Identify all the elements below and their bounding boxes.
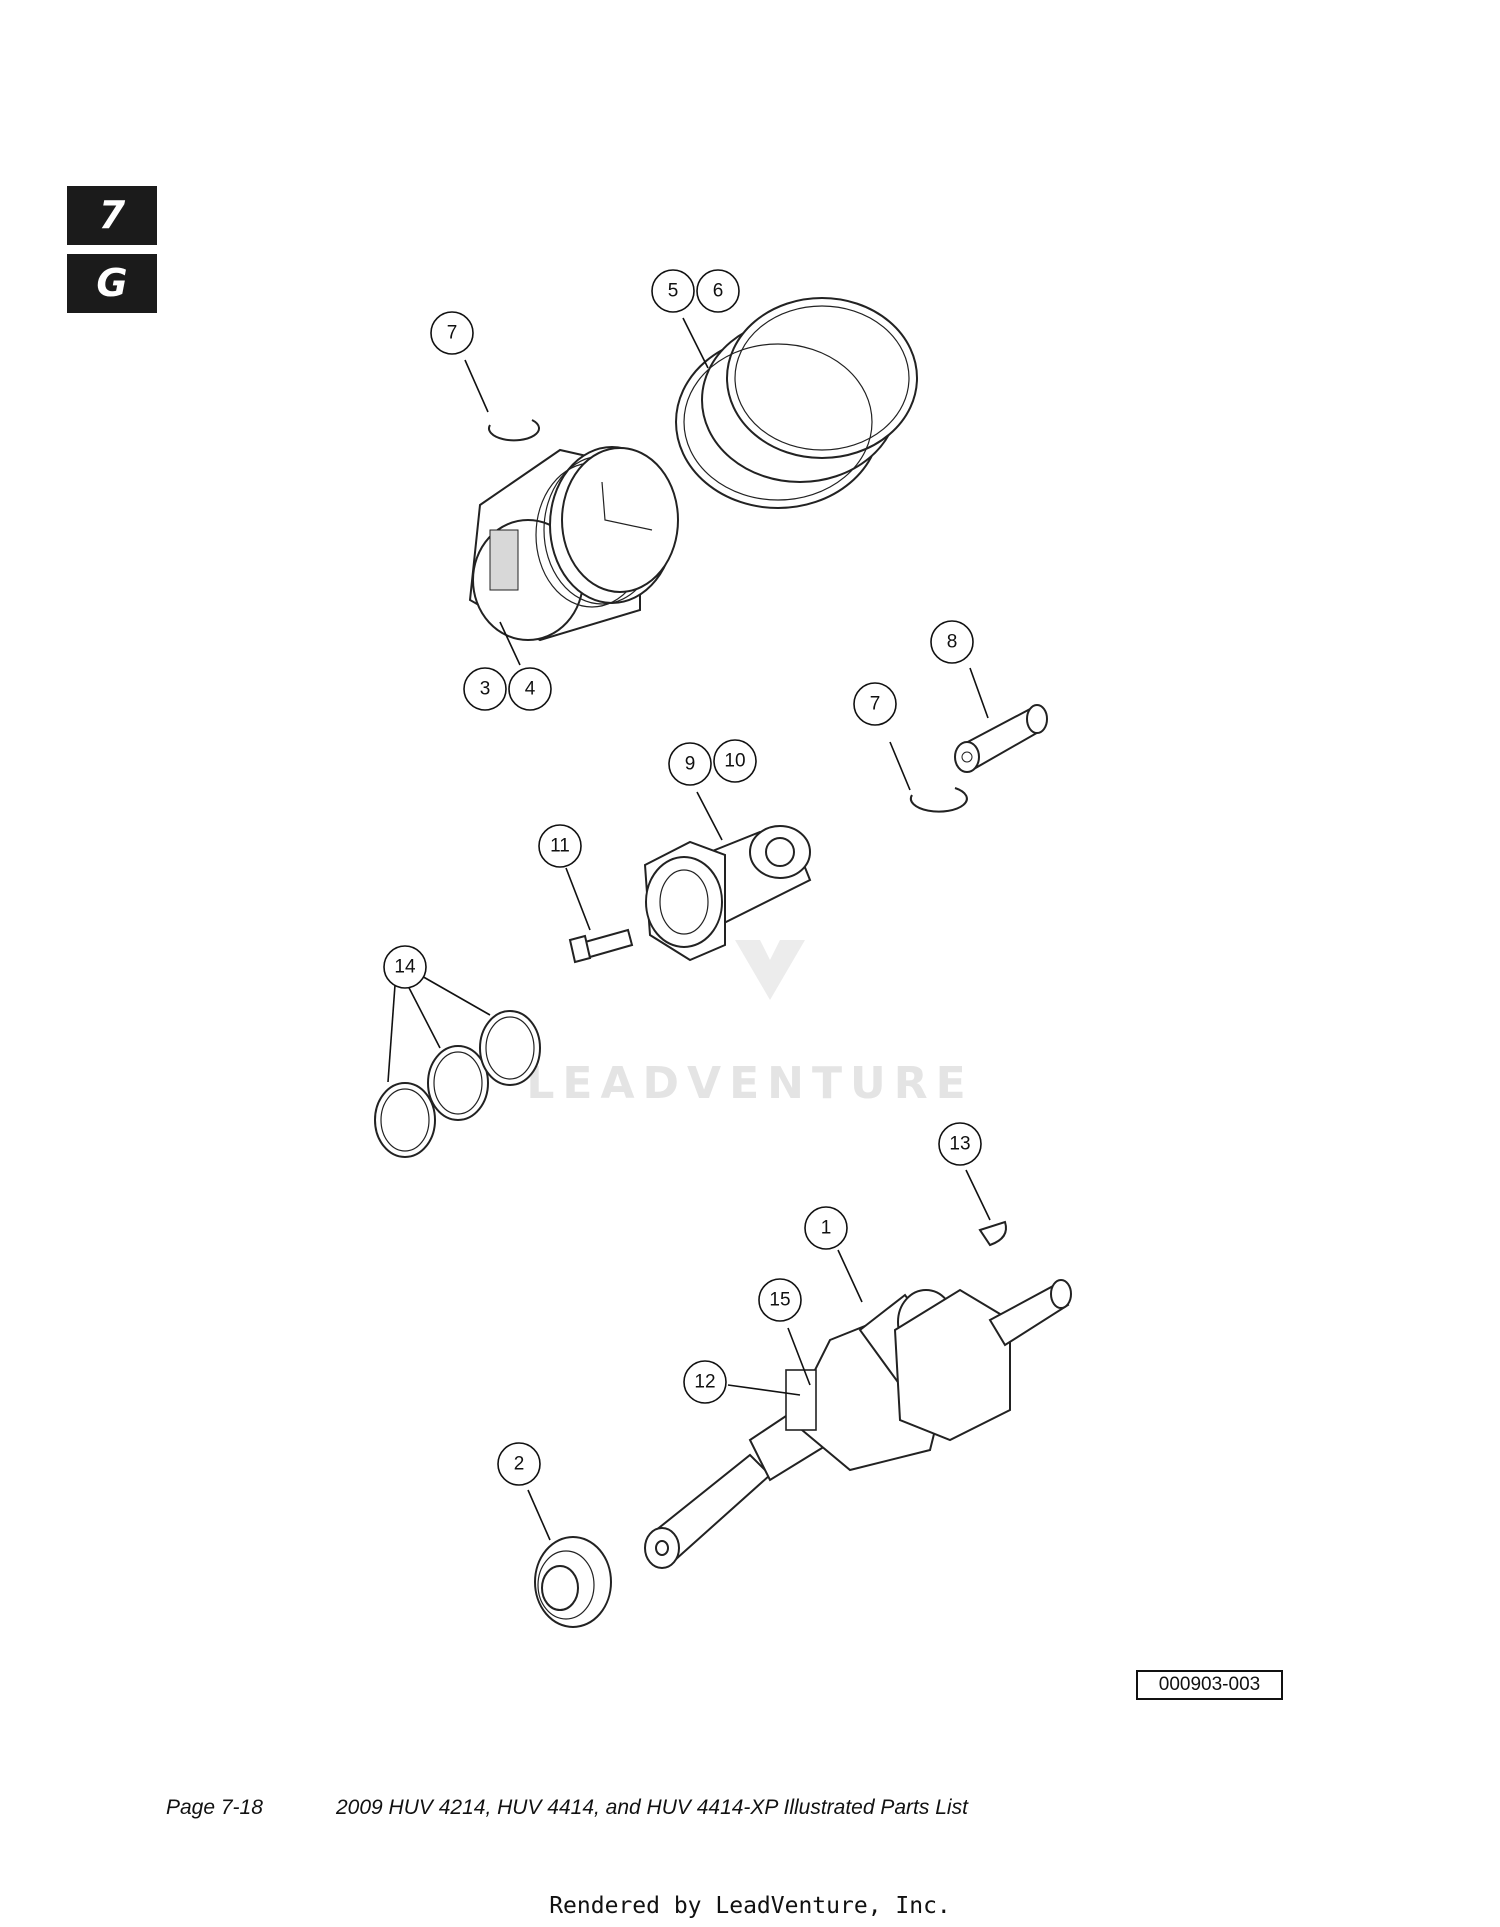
figure-id-label: 000903-003 xyxy=(1136,1670,1283,1700)
section-number-tab: 7 xyxy=(67,186,157,245)
shims xyxy=(374,1010,541,1158)
section-letter-tab: G xyxy=(67,254,157,313)
svg-text:10: 10 xyxy=(724,751,745,772)
svg-text:12: 12 xyxy=(694,1372,715,1393)
svg-text:4: 4 xyxy=(525,679,536,700)
woodruff-key xyxy=(978,1220,1007,1247)
ball-bearing xyxy=(534,1536,612,1628)
crankshaft xyxy=(644,1279,1072,1569)
callout-7-top: 7 xyxy=(430,311,474,355)
callout-9: 9 xyxy=(668,742,712,786)
piston-pin xyxy=(954,704,1048,773)
callout-14: 14 xyxy=(383,945,427,989)
callout-13: 13 xyxy=(938,1122,982,1166)
svg-text:11: 11 xyxy=(550,836,570,857)
callout-10: 10 xyxy=(713,739,757,783)
svg-text:1: 1 xyxy=(821,1218,832,1239)
leader-lines xyxy=(387,317,991,1541)
piston xyxy=(468,446,679,642)
piston-rings xyxy=(675,297,918,509)
svg-text:3: 3 xyxy=(480,679,491,700)
svg-text:8: 8 xyxy=(947,632,958,653)
callout-2: 2 xyxy=(497,1442,541,1486)
page-number: Page 7-18 xyxy=(166,1796,263,1819)
callout-7-right: 7 xyxy=(853,682,897,726)
svg-text:5: 5 xyxy=(668,281,679,302)
snap-ring-right xyxy=(909,787,968,813)
svg-text:15: 15 xyxy=(769,1290,790,1311)
callout-12: 12 xyxy=(683,1360,727,1404)
callout-15: 15 xyxy=(758,1278,802,1322)
document-title: 2009 HUV 4214, HUV 4414, and HUV 4414-XP… xyxy=(336,1796,968,1819)
watermark-text: LEADVENTURE xyxy=(526,1058,973,1109)
svg-text:13: 13 xyxy=(949,1134,970,1155)
svg-text:2: 2 xyxy=(514,1454,525,1475)
callout-11: 11 xyxy=(538,824,582,868)
connecting-rod xyxy=(643,825,812,962)
watermark: LEADVENTURE xyxy=(526,940,973,1109)
snap-ring-top xyxy=(488,419,540,442)
callout-6: 6 xyxy=(696,269,740,313)
svg-text:7: 7 xyxy=(870,694,881,715)
callout-4: 4 xyxy=(508,667,552,711)
callout-5: 5 xyxy=(651,269,695,313)
rendered-by-footer: Rendered by LeadVenture, Inc. xyxy=(549,1893,951,1919)
callout-1: 1 xyxy=(804,1206,848,1250)
svg-text:6: 6 xyxy=(713,281,724,302)
callout-3: 3 xyxy=(463,667,507,711)
callout-8: 8 xyxy=(930,620,974,664)
svg-text:14: 14 xyxy=(394,957,416,978)
svg-text:9: 9 xyxy=(685,754,696,775)
rod-bolt xyxy=(568,928,634,964)
svg-text:7: 7 xyxy=(447,323,458,344)
